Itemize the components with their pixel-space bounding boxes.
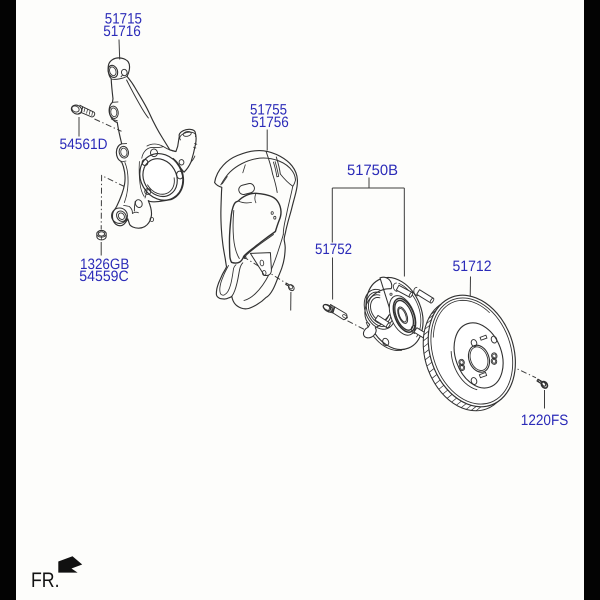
svg-text:51715: 51715 — [105, 10, 142, 27]
svg-text:51750B: 51750B — [347, 162, 398, 179]
svg-text:51756: 51756 — [251, 114, 289, 131]
svg-text:1220FS: 1220FS — [521, 412, 569, 429]
svg-text:54561D: 54561D — [60, 136, 108, 153]
svg-text:54559C: 54559C — [79, 268, 129, 285]
svg-text:51716: 51716 — [103, 23, 141, 40]
svg-text:51752: 51752 — [315, 241, 352, 258]
svg-text:51712: 51712 — [453, 258, 492, 275]
svg-text:FR.: FR. — [31, 569, 60, 592]
svg-text:51755: 51755 — [250, 102, 287, 119]
svg-text:1326GB: 1326GB — [80, 256, 129, 273]
